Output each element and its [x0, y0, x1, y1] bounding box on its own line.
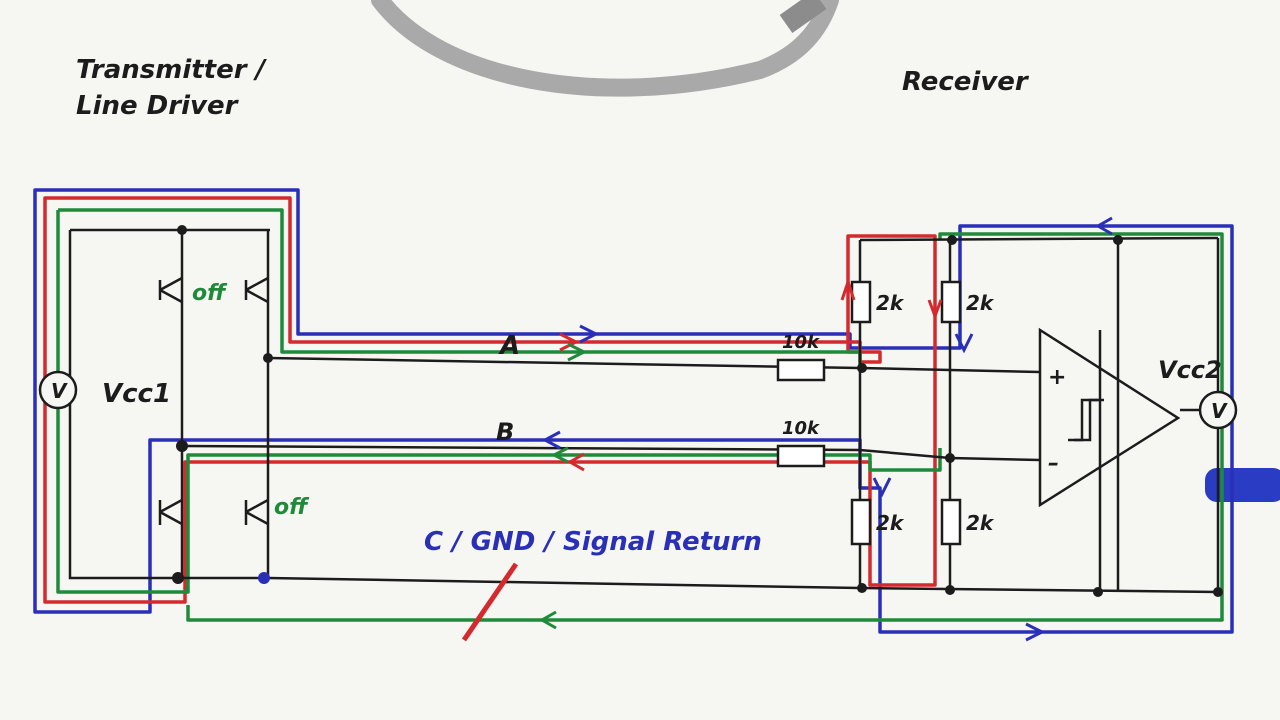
vcc1-source-icon — [38, 370, 78, 410]
r2k-tl-label: 2k — [876, 291, 905, 315]
vcc1-label: Vcc1 — [102, 379, 171, 409]
blue-arrows — [541, 216, 1113, 642]
off-label-bottom: off — [274, 495, 310, 520]
r2k-bl-label: 2k — [876, 511, 905, 535]
resistor-2k-bl — [850, 498, 872, 546]
vcc2-symbol-label: V — [1211, 399, 1228, 423]
cable — [371, 0, 839, 97]
gnd-junction — [258, 572, 270, 584]
r10k-b-label: 10k — [782, 418, 820, 439]
green-loop — [56, 210, 942, 594]
plus-input-label: + — [1048, 365, 1066, 390]
blue-marker-pen — [1205, 468, 1280, 502]
blue-loop-top — [33, 188, 1118, 350]
vcc1-symbol-label: V — [51, 379, 68, 403]
resistor-2k-tr — [940, 280, 962, 324]
green-loop-return — [186, 232, 1224, 622]
red-loop — [43, 200, 937, 604]
r10k-a-label: 10k — [782, 332, 820, 353]
cable-connector — [779, 0, 827, 33]
resistor-2k-tl — [850, 280, 872, 324]
resistor-10k-a — [776, 358, 826, 382]
blue-loop — [33, 200, 1234, 634]
off-label-top: off — [192, 281, 228, 306]
red-loop-top — [43, 196, 862, 362]
vcc2-source-icon — [1198, 390, 1238, 430]
r2k-br-label: 2k — [966, 511, 995, 535]
minus-input-label: – — [1048, 451, 1059, 476]
vcc2-label: Vcc2 — [1158, 356, 1222, 384]
receiver-heading: Receiver — [902, 67, 1030, 97]
r2k-tr-label: 2k — [966, 291, 995, 315]
green-loop-top — [58, 208, 862, 368]
junction-dots — [172, 225, 1223, 597]
gnd-label: C / GND / Signal Return — [424, 527, 762, 557]
red-arrows — [559, 277, 943, 472]
transmitter-heading-1: Transmitter / — [76, 55, 268, 85]
resistor-2k-br — [940, 498, 962, 546]
line-b-label: B — [496, 418, 514, 446]
resistor-10k-b — [776, 444, 826, 468]
line-a-label: A — [498, 331, 520, 361]
gnd-slash-mark — [461, 562, 519, 642]
green-arrows — [538, 342, 588, 630]
transmitter-heading-2: Line Driver — [76, 91, 240, 121]
